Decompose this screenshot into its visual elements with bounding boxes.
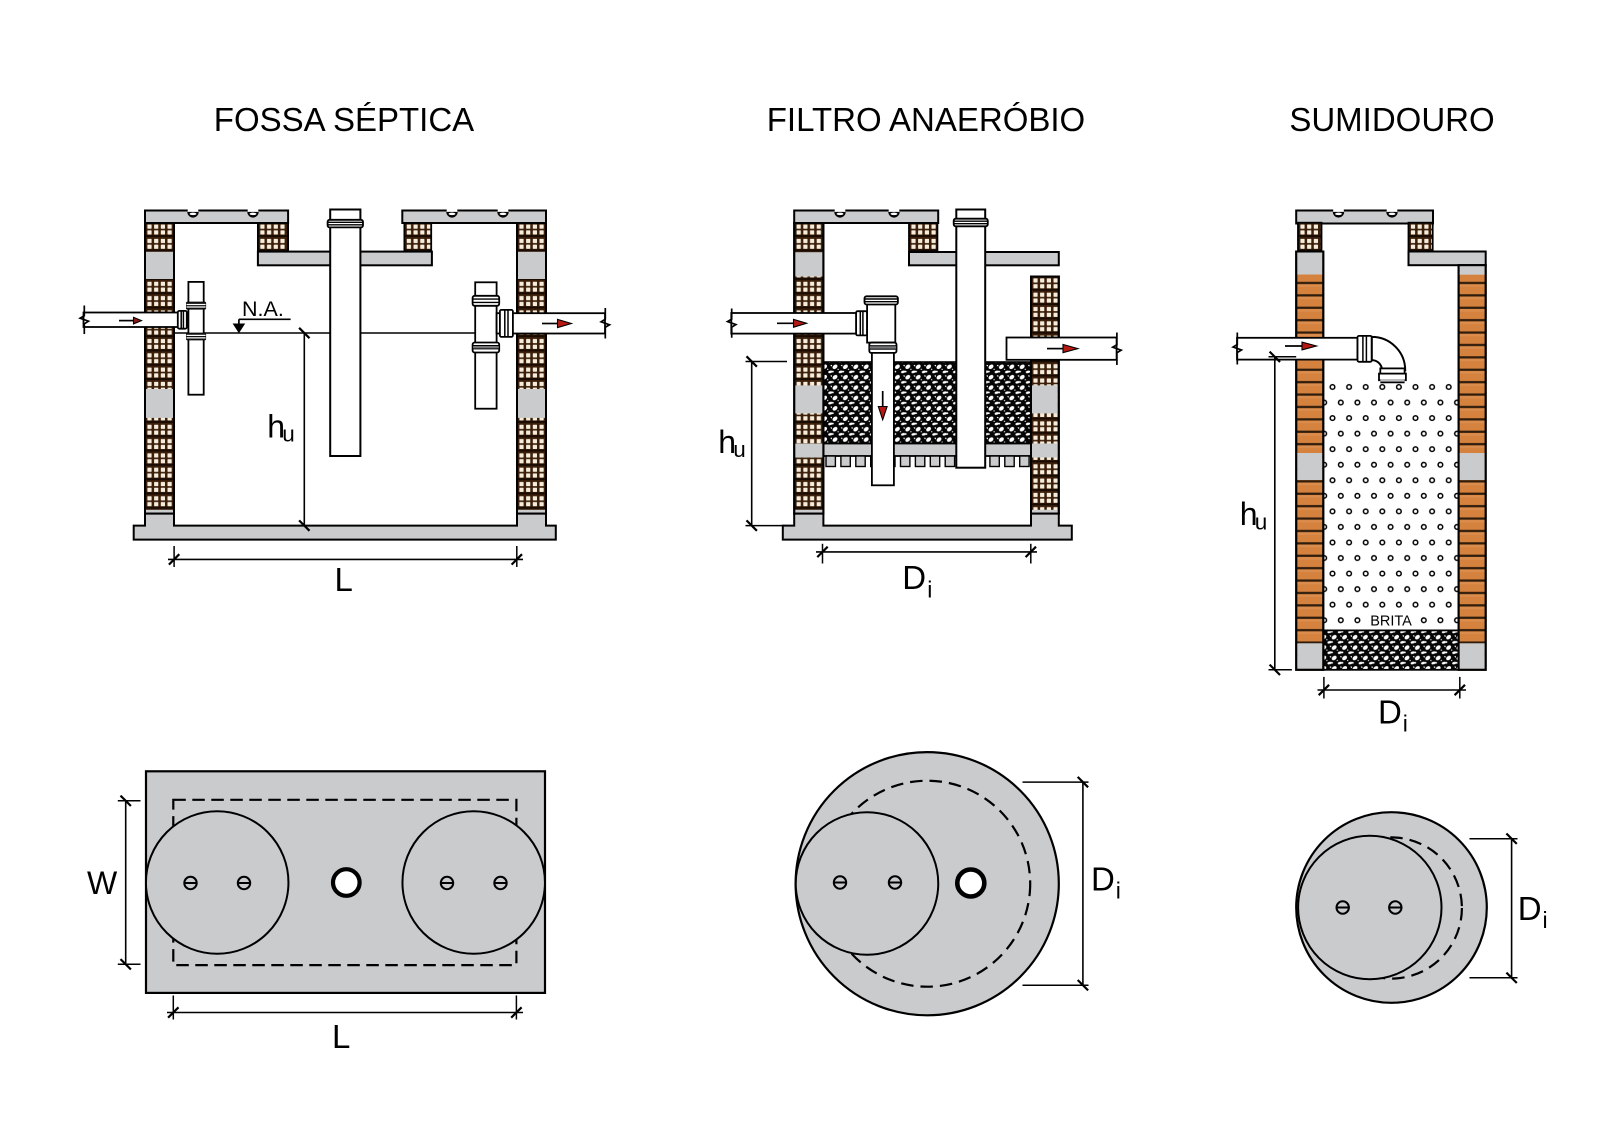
svg-text:i: i: [1116, 877, 1121, 903]
svg-text:i: i: [1403, 711, 1408, 737]
svg-text:FOSSA SÉPTICA: FOSSA SÉPTICA: [214, 101, 474, 138]
svg-text:i: i: [1543, 907, 1548, 933]
svg-text:FILTRO ANAERÓBIO: FILTRO ANAERÓBIO: [767, 101, 1085, 138]
svg-text:D: D: [1091, 860, 1115, 897]
svg-text:N.A.: N.A.: [242, 297, 284, 321]
svg-text:h: h: [718, 424, 736, 460]
svg-text:D: D: [1518, 890, 1542, 927]
svg-text:D: D: [1378, 694, 1402, 731]
svg-text:i: i: [927, 577, 932, 603]
svg-text:BRITA: BRITA: [1370, 613, 1412, 629]
svg-text:h: h: [1240, 496, 1258, 532]
svg-text:u: u: [733, 437, 746, 462]
svg-text:u: u: [282, 422, 295, 447]
svg-text:L: L: [332, 1018, 350, 1055]
svg-text:W: W: [87, 865, 118, 901]
svg-text:u: u: [1255, 509, 1268, 534]
svg-text:D: D: [902, 559, 926, 596]
svg-text:SUMIDOURO: SUMIDOURO: [1289, 101, 1494, 138]
svg-text:h: h: [267, 408, 285, 444]
svg-text:L: L: [335, 561, 353, 598]
